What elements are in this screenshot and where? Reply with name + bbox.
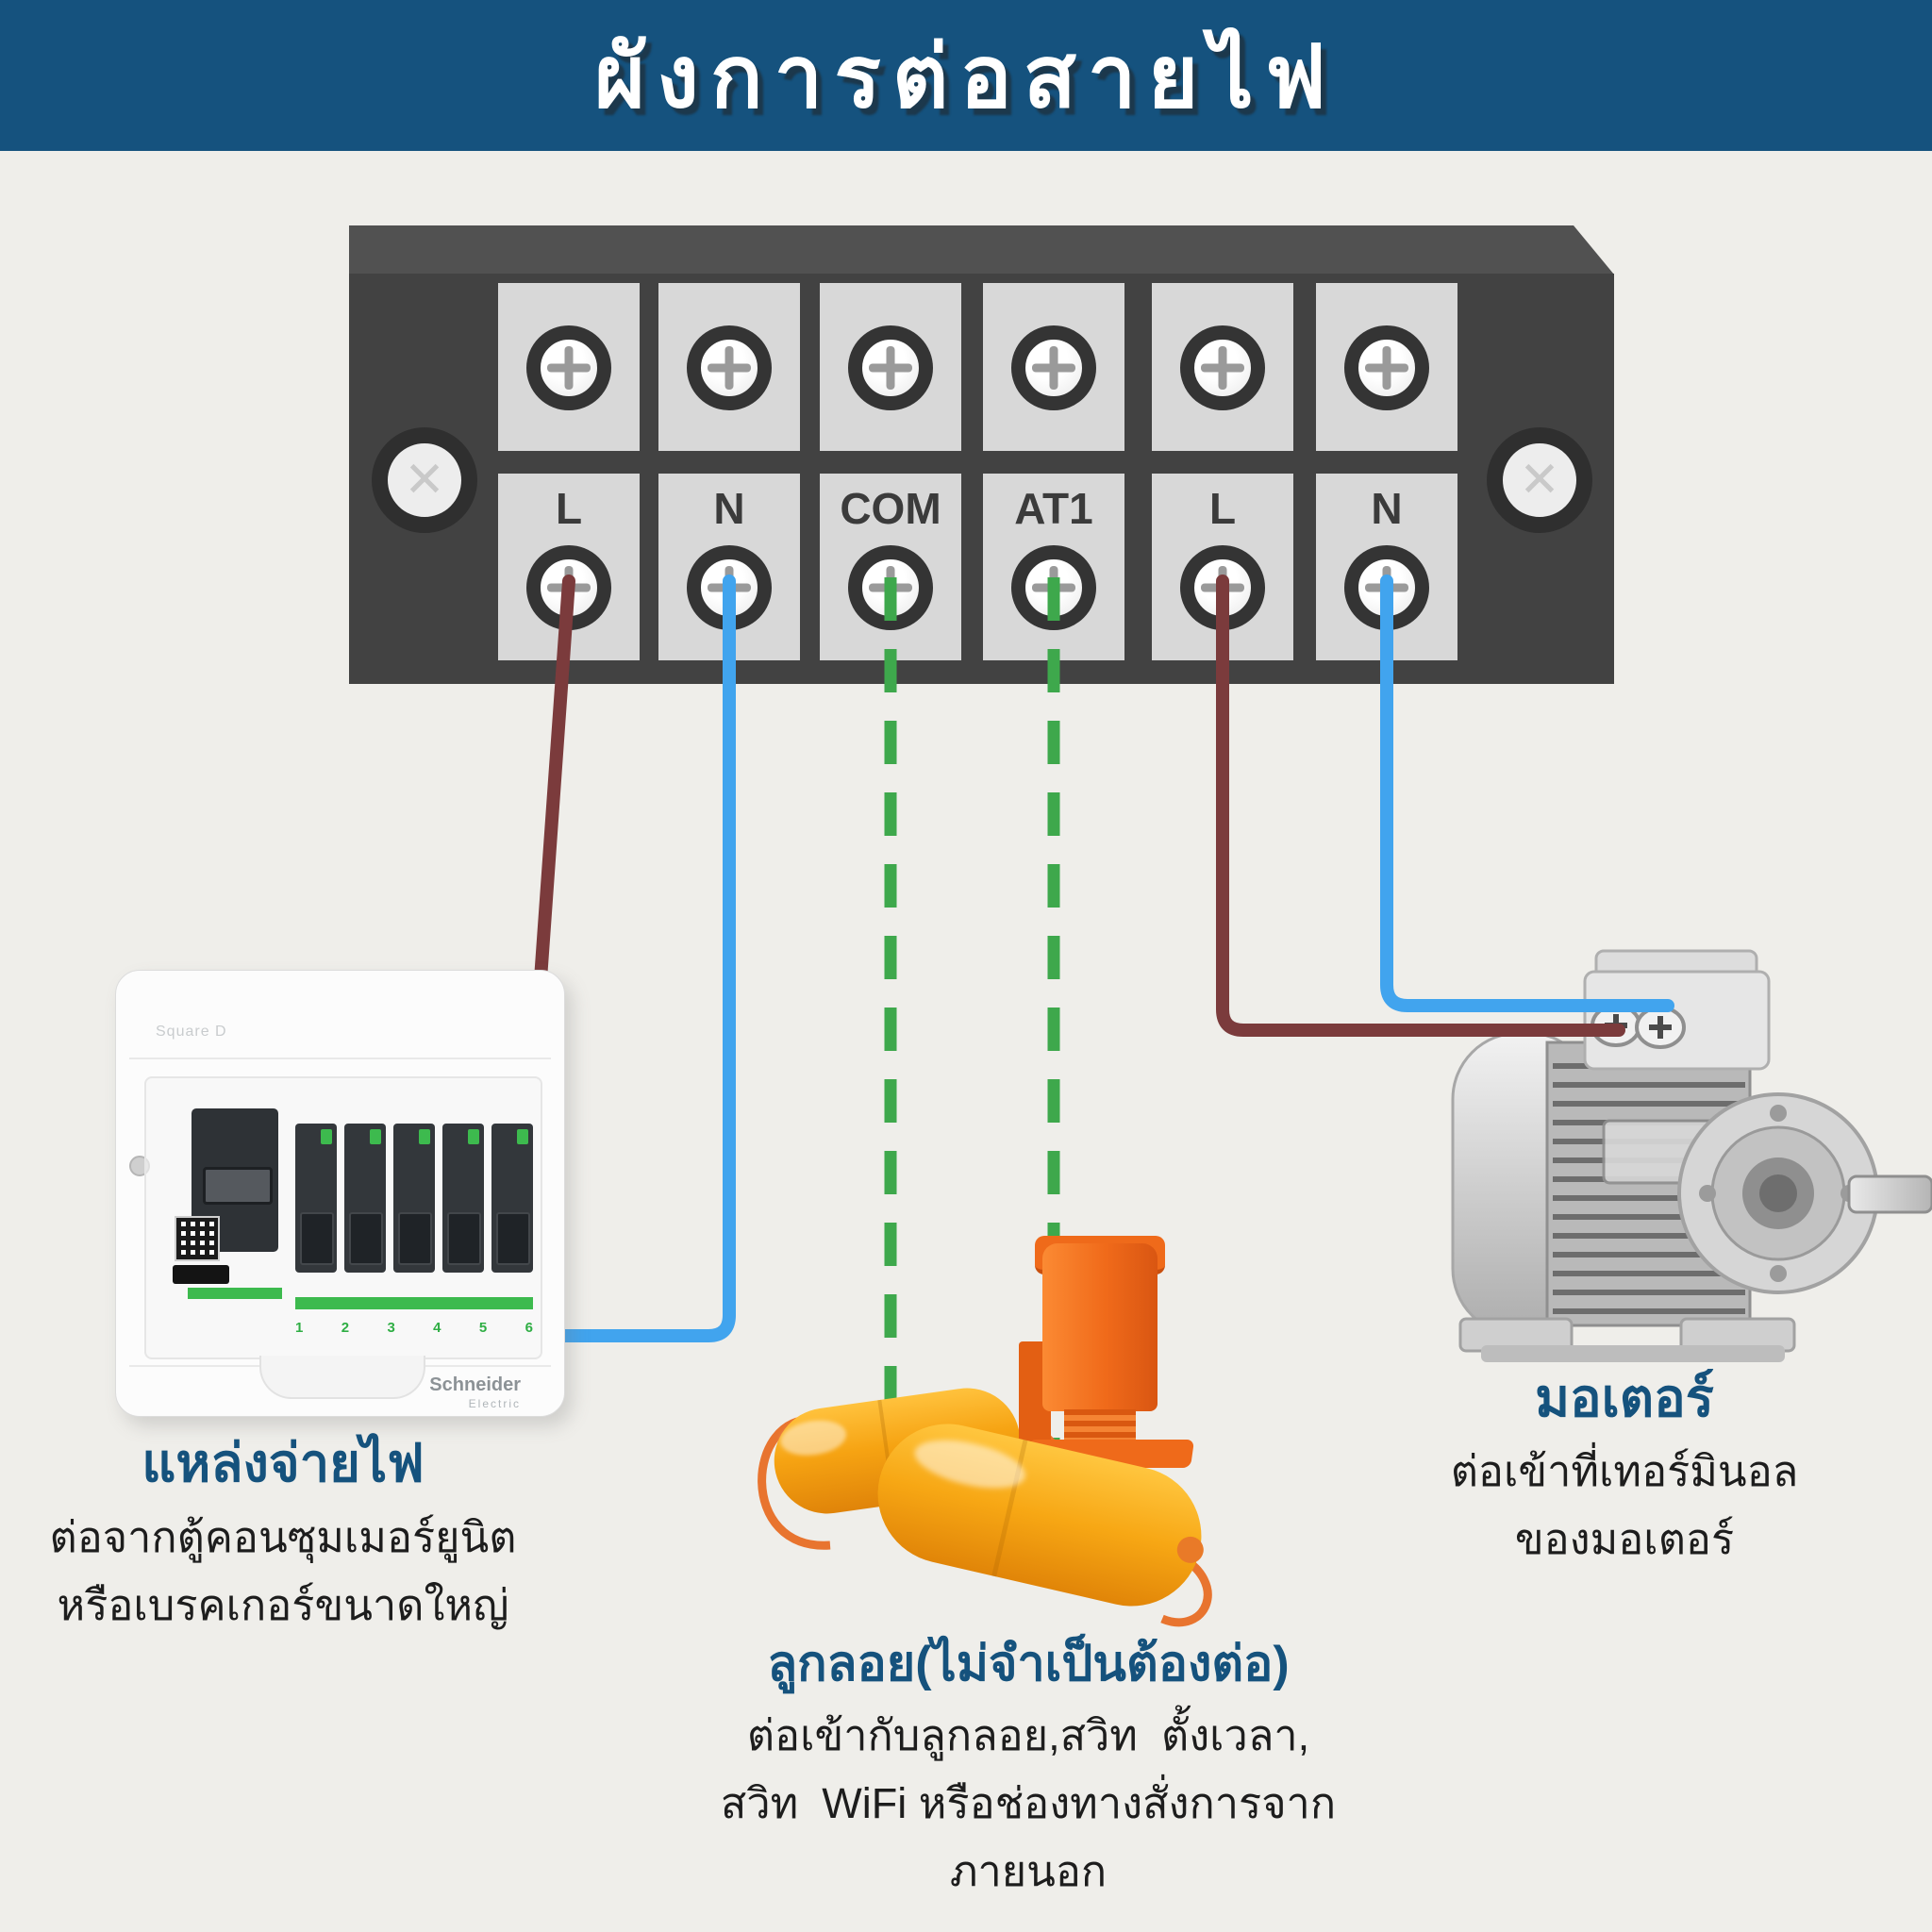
slot-number: 5 <box>478 1320 488 1336</box>
wire-neutral-to-motor <box>1380 575 1674 1012</box>
wire-live-to-power-source <box>533 575 575 999</box>
terminal-label: COM <box>840 484 941 533</box>
slot-number: 3 <box>387 1320 395 1336</box>
terminal-cell: N <box>1305 283 1469 660</box>
holder-threaded-neck <box>1064 1409 1136 1443</box>
breaker-module <box>344 1124 386 1273</box>
terminal-label: N <box>713 484 745 533</box>
square-d-brand: Square D <box>156 1024 227 1040</box>
power-source-caption: แหล่งจ่ายไฟ ต่อจากตู้คอนซุมเมอร์ยูนิต หร… <box>9 1423 557 1640</box>
breaker-window: 1 2 3 4 5 6 <box>144 1076 542 1359</box>
header-bar: ผังการต่อสายไฟ <box>0 0 1932 151</box>
consumer-unit-image: Square D 1 2 3 4 5 6 Schneider Electric <box>115 970 565 1417</box>
black-label <box>173 1265 229 1284</box>
terminal-label: AT1 <box>1014 484 1093 533</box>
motor-line: ของมอเตอร์ <box>1514 1515 1735 1563</box>
power-source-line: ต่อจากตู้คอนซุมเมอร์ยูนิต <box>49 1513 517 1561</box>
green-strip <box>188 1288 282 1299</box>
terminal-label: N <box>1371 484 1403 533</box>
float-holder-image <box>1019 1236 1198 1468</box>
schneider-logo: Schneider <box>429 1374 521 1395</box>
holder-cup <box>1042 1243 1158 1411</box>
terminal-block-top-face <box>349 225 1614 275</box>
slot-numbers: 1 2 3 4 5 6 <box>295 1320 533 1336</box>
breaker-module <box>442 1124 484 1273</box>
cover-handle <box>259 1356 425 1399</box>
float-switch-heading: ลูกลอย(ไม่จำเป็นต้องต่อ) <box>767 1637 1290 1691</box>
lid-seam <box>129 1058 551 1059</box>
float-switch-caption: ลูกลอย(ไม่จำเป็นต้องต่อ) ต่อเข้ากับลูกลอ… <box>641 1626 1415 1906</box>
slot-number: 6 <box>525 1320 533 1336</box>
slot-number: 2 <box>341 1320 350 1336</box>
motor-heading: มอเตอร์ <box>1535 1368 1714 1427</box>
terminal-cell: L <box>1141 283 1305 660</box>
motor-caption: มอเตอร์ ต่อเข้าที่เทอร์มินอล ของมอเตอร์ <box>1360 1358 1889 1574</box>
breaker-module <box>491 1124 533 1273</box>
float-switch-line: ต่อเข้ากับลูกลอย,สวิท ตั้งเวลา, <box>746 1711 1310 1759</box>
float-switch-line: สวิท WiFi หรือช่องทางสั่งการจาก <box>720 1779 1337 1827</box>
slot-number: 1 <box>295 1320 304 1336</box>
schneider-logo-sub: Electric <box>468 1397 521 1410</box>
terminal-label: L <box>1208 484 1237 533</box>
terminal-cell: AT1 <box>972 283 1136 660</box>
terminal-cell: N <box>647 283 811 660</box>
wire-live-to-motor <box>1216 575 1625 1037</box>
breaker-module <box>295 1124 337 1273</box>
float-switch-line: ภายนอก <box>949 1847 1108 1895</box>
page-title: ผังการต่อสายไฟ <box>594 28 1338 125</box>
breaker-module <box>393 1124 435 1273</box>
power-source-line: หรือเบรคเกอร์ขนาดใหญ่ <box>57 1581 509 1629</box>
power-source-heading: แหล่งจ่ายไฟ <box>142 1433 425 1492</box>
terminal-label: L <box>555 484 583 533</box>
wire-neutral-to-power-source <box>556 575 736 1342</box>
slot-number: 4 <box>433 1320 441 1336</box>
motor-image <box>1451 949 1932 1362</box>
motor-line: ต่อเข้าที่เทอร์มินอล <box>1450 1447 1799 1495</box>
wires <box>533 575 1674 1464</box>
terminal-block: ✕ ✕ L N COM AT1 L N <box>349 274 1614 684</box>
qr-code-icon <box>175 1216 220 1261</box>
green-strip <box>295 1297 533 1309</box>
